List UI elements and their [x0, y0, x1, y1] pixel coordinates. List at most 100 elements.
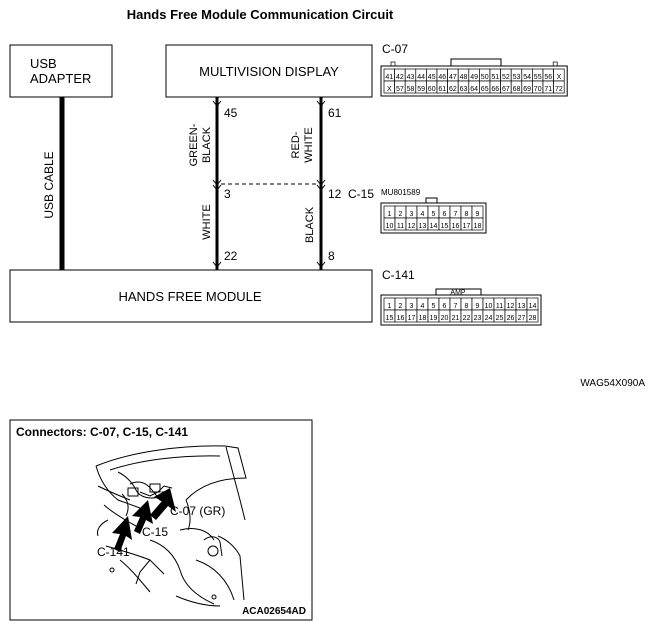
- connector-c15-part-number: MU801589: [381, 188, 421, 197]
- arrow-c15-icon: [132, 500, 153, 534]
- connector-c07-pin-number: 58: [407, 86, 415, 93]
- right-wire-bottom-end: [316, 261, 326, 268]
- usb-cable-label: USB CABLE: [42, 151, 56, 218]
- connector-c07-key: [552, 61, 558, 67]
- connector-c07-pin-number: 60: [428, 86, 436, 93]
- connector-c15-pin-number: 15: [441, 223, 449, 230]
- connector-c07-pin-number: 41: [385, 74, 393, 81]
- connector-c15-pin-number: 9: [476, 211, 480, 218]
- connector-c141-pin-number: 5: [432, 303, 436, 310]
- location-arrows: [112, 488, 176, 552]
- connector-c141-latch: [435, 288, 482, 295]
- arrow-c141-icon: [112, 516, 132, 552]
- connector-c141-pin-number: 28: [529, 315, 537, 322]
- connector-c07-pin-number: 53: [513, 74, 521, 81]
- connector-c141-pin-number: 19: [430, 315, 438, 322]
- connector-c141-tag: AMP: [450, 290, 466, 297]
- connector-c07-pin-number: 72: [555, 86, 563, 93]
- connector-c15-pin-cell: [471, 217, 484, 231]
- connector-c141-pin-number: 2: [399, 303, 403, 310]
- hands-free-module-label: HANDS FREE MODULE: [118, 289, 261, 304]
- connector-c07-pin-number: 45: [428, 74, 436, 81]
- connector-c15-pin-number: 7: [454, 211, 458, 218]
- diagram-code: WAG54X090A: [580, 378, 645, 389]
- left-wire-pin-bottom: 22: [224, 249, 238, 263]
- connector-c07-pin-number: 71: [544, 86, 552, 93]
- connector-c07-pin-number: 61: [438, 86, 446, 93]
- connector-c141-pin-cell: [526, 309, 539, 323]
- connector-c15-pin-number: 17: [463, 223, 471, 230]
- connector-c07-pin-number: 64: [470, 86, 478, 93]
- right-wire-pin-top: 61: [328, 106, 342, 120]
- connector-c141-pin-number: 20: [441, 315, 449, 322]
- diagram-title: Hands Free Module Communication Circuit: [127, 7, 394, 22]
- connector-c07-pin-number: 44: [417, 74, 425, 81]
- connector-c07-pin-number: X: [387, 86, 392, 93]
- left-wire-bottom-end: [212, 261, 222, 268]
- connector-c141-pin-number: 9: [476, 303, 480, 310]
- connector-c15-pin-number: 2: [399, 211, 403, 218]
- connector-c07-pin-number: 54: [523, 74, 531, 81]
- connector-c141-pin-number: 12: [507, 303, 515, 310]
- right-wire-pin-mid: 12: [328, 187, 342, 201]
- connector-c15-pin-number: 11: [397, 223, 404, 230]
- right-wire-color-top-line1: RED-: [290, 131, 302, 158]
- connector-c07-pin-number: 65: [481, 86, 489, 93]
- connector-c15-pin-number: 8: [465, 211, 469, 218]
- multivision-display-label: MULTIVISION DISPLAY: [199, 64, 339, 79]
- connector-c07-pin-number: 42: [396, 74, 404, 81]
- connector-c07-pin-number: 62: [449, 86, 457, 93]
- callout-c15: C-15: [142, 525, 168, 539]
- callout-c141: C-141: [97, 545, 130, 559]
- arrow-c07-icon: [150, 488, 176, 520]
- connector-c141-pin-number: 27: [518, 315, 526, 322]
- connector-c07-pin-number: 52: [502, 74, 510, 81]
- connector-c141-pin-number: 1: [388, 303, 392, 310]
- connector-c07-pin-number: 70: [534, 86, 542, 93]
- right-wire-splice-top: [316, 179, 326, 186]
- right-wire-color-bottom: BLACK: [304, 206, 316, 243]
- connector-c07-pin-number: 59: [417, 86, 425, 93]
- left-wire-splice-top: [212, 179, 222, 186]
- connector-c07-pin-number: 43: [407, 74, 415, 81]
- connector-c07-pin-number: 50: [481, 74, 489, 81]
- connector-c141-pin-number: 3: [410, 303, 414, 310]
- usb-adapter-label-line2: ADAPTER: [30, 71, 91, 86]
- connector-c07-pin-number: 69: [523, 86, 531, 93]
- connector-c141-pin-number: 10: [485, 303, 493, 310]
- connector-c141-pin-number: 15: [386, 315, 394, 322]
- left-wire-top-end: [212, 100, 222, 107]
- connector-c15-pin-number: 18: [474, 223, 482, 230]
- connector-c07-pin-number: 66: [491, 86, 499, 93]
- connector-c07-pin-cell: [553, 80, 565, 94]
- connector-c141-pin-number: 6: [443, 303, 447, 310]
- location-code: ACA02654AD: [242, 606, 306, 617]
- connector-c07-pin-number: 55: [534, 74, 542, 81]
- connector-c07-pin-number: 46: [438, 74, 446, 81]
- usb-adapter-label-line1: USB: [30, 56, 57, 71]
- connector-c15-pin-number: 16: [452, 223, 460, 230]
- connector-c15-pin-number: 1: [388, 211, 392, 218]
- left-wire-color-top-line2: BLACK: [201, 126, 213, 163]
- connector-c07-pin-number: 67: [502, 86, 510, 93]
- connector-c15-latch: [425, 197, 438, 203]
- connector-c07-pin-number: 51: [491, 74, 499, 81]
- connector-c141-pin-number: 23: [474, 315, 482, 322]
- connector-c07-label: C-07: [382, 42, 408, 56]
- connector-c15-pin-number: 5: [432, 211, 436, 218]
- connector-c15-inline-label: C-15: [348, 187, 374, 201]
- connector-c141-pin-number: 7: [454, 303, 458, 310]
- dashboard-illustration: [95, 445, 247, 607]
- connector-c07-pin-number: 68: [513, 86, 521, 93]
- connector-c141-pin-number: 11: [496, 303, 503, 310]
- connector-c15-pin-number: 4: [421, 211, 425, 218]
- usb-adapter-block: [9, 44, 113, 98]
- connector-c07-pin-number: 48: [460, 74, 468, 81]
- connector-c141-pin-number: 14: [529, 303, 537, 310]
- left-wire-pin-mid: 3: [224, 187, 231, 201]
- connector-c15-pin-number: 12: [408, 223, 416, 230]
- connector-c07-pin-number: 49: [470, 74, 478, 81]
